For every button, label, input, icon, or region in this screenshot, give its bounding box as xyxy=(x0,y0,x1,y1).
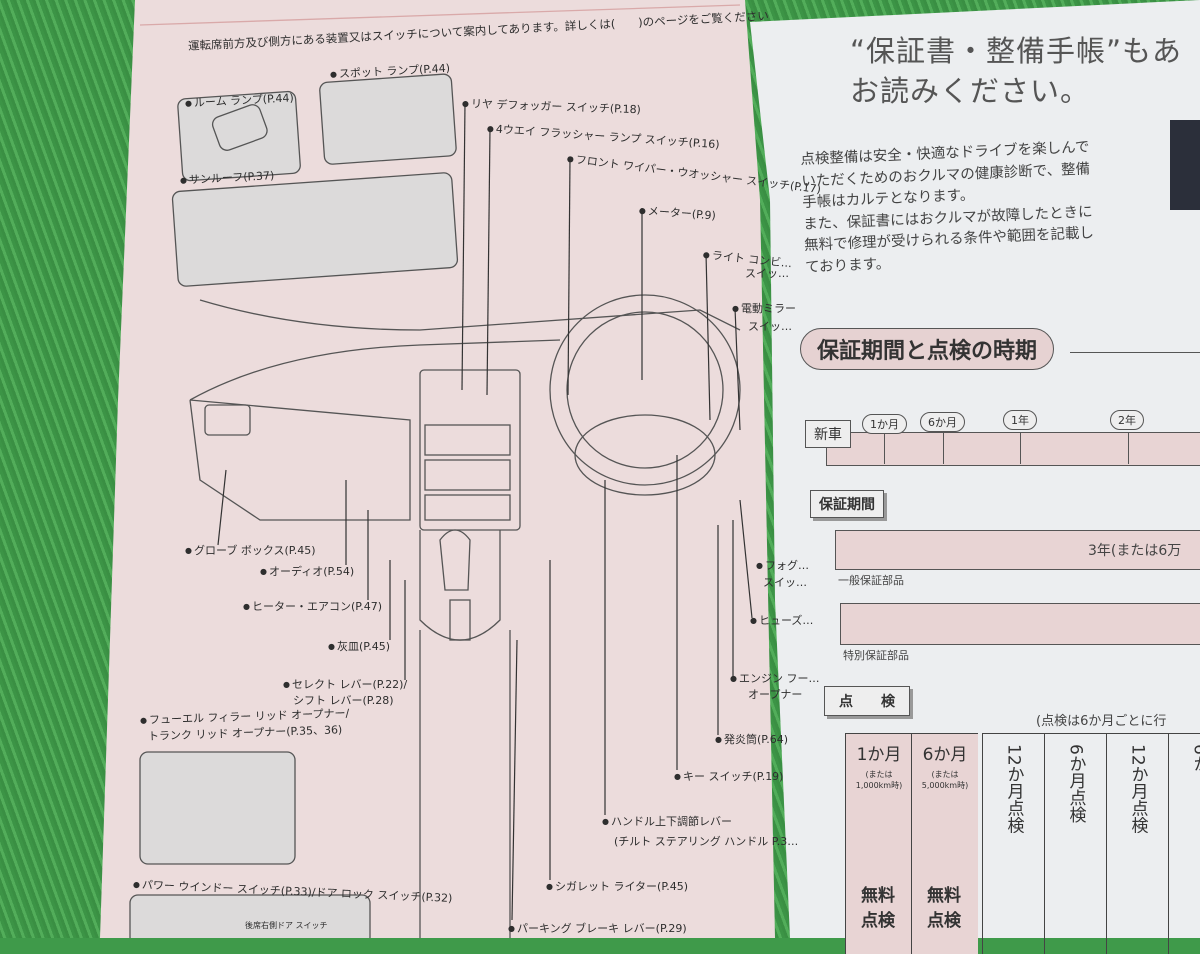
inspection-note: (点検は6か月ごとに行 xyxy=(1036,714,1167,729)
warranty-period-label: 保証期間 xyxy=(810,490,884,518)
label-cigarette-lighter: シガレット ライター(P.45) xyxy=(546,878,688,894)
label-tilt-lever: ハンドル上下調節レバー xyxy=(602,813,732,829)
label-mirror-switch-2: スイッ… xyxy=(748,320,792,333)
inspection-table: 1か月 (または1,000km時) 無料点検 6か月 (または5,000km時)… xyxy=(845,733,1200,954)
general-warranty-bar xyxy=(835,530,1200,570)
label-audio: オーディオ(P.54) xyxy=(260,563,354,579)
label-flare: 発炎筒(P.64) xyxy=(715,731,788,747)
intro-paragraph: 点検整備は安全・快適なドライブを楽しんで いただくためのおクルマの健康診断で、整… xyxy=(800,137,1095,279)
label-hood-opener-2: オープナー xyxy=(748,688,803,701)
inspection-col-5: 12か月点検 xyxy=(1106,733,1169,954)
section-rule xyxy=(1070,352,1200,353)
booklet-image xyxy=(1170,120,1200,210)
label-fuse: ヒューズ… xyxy=(750,612,813,628)
label-ashtray: 灰皿(P.45) xyxy=(328,638,390,654)
inspection-col-2: 6か月 (または5,000km時) 無料点検 xyxy=(911,733,978,954)
label-fog-switch: フォグ… xyxy=(756,557,809,573)
timeline-mark: 1年 xyxy=(1003,410,1037,430)
label-heater-aircon: ヒーター・エアコン(P.47) xyxy=(243,598,382,614)
label-parking-brake: パーキング ブレーキ レバー(P.29) xyxy=(508,920,687,936)
label-glove-box: グローブ ボックス(P.45) xyxy=(185,542,316,558)
inspection-col-1: 1か月 (または1,000km時) 無料点検 xyxy=(845,733,912,954)
timeline-mark: 6か月 xyxy=(920,412,965,432)
label-hood-opener: エンジン フー… xyxy=(730,670,820,686)
general-warranty-label: 一般保証部品 xyxy=(838,574,904,587)
label-key-switch: キー スイッチ(P.19) xyxy=(674,768,784,784)
label-select-lever: セレクト レバー(P.22)/ xyxy=(283,676,407,692)
timeline-mark: 2年 xyxy=(1110,410,1144,430)
label-tilt-lever-2: (チルト ステアリング ハンドル P.3… xyxy=(614,835,799,848)
special-warranty-bar xyxy=(840,603,1200,645)
title-line-2: お読みください。 xyxy=(850,74,1091,108)
inspection-col-4: 6か月点検 xyxy=(1044,733,1107,954)
label-light-combination-2: スイッ… xyxy=(745,267,789,280)
label-rear-door-switch: 後席右側ドア スイッチ xyxy=(245,921,328,930)
label-fog-switch-2: スイッ… xyxy=(763,576,807,589)
title-line-1: “保証書・整備手帳”もあ xyxy=(850,34,1183,68)
timeline-start: 新車 xyxy=(805,420,851,448)
special-warranty-label: 特別保証部品 xyxy=(843,649,909,662)
timeline-mark: 1か月 xyxy=(862,414,907,434)
section-title: 保証期間と点検の時期 xyxy=(800,328,1055,370)
inspection-col-3: 12か月点検 xyxy=(982,733,1045,954)
inspection-label: 点 検 xyxy=(824,686,910,716)
general-warranty-value: 3年(または6万 xyxy=(1088,543,1182,559)
label-shift-lever: シフト レバー(P.28) xyxy=(293,694,394,707)
inspection-col-6: 6か xyxy=(1168,733,1200,954)
timeline-bar xyxy=(826,432,1200,466)
label-mirror-switch: 電動ミラー xyxy=(732,300,796,316)
